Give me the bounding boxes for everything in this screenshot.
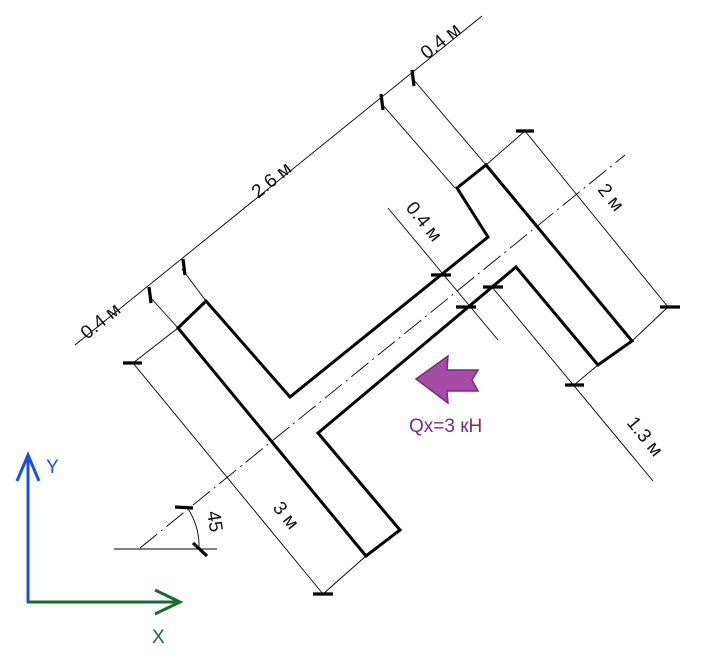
beam-section-outline (175, 162, 635, 559)
dimension-tick (410, 69, 416, 87)
extension-line (412, 78, 487, 166)
angle-label: 45 (202, 509, 226, 533)
dimension-line-top (74, 15, 483, 346)
extension-line (381, 103, 456, 189)
extension-line (132, 327, 179, 364)
dimension-line-bottom-flange (132, 362, 324, 595)
angle-arc (186, 506, 200, 550)
extension-line (322, 555, 367, 595)
dim-label-top-flange-width: 2 м (593, 180, 628, 216)
extension-line (631, 306, 669, 342)
dim-label-web-thickness: 0.4 м (401, 198, 445, 246)
dimension-line-top-flange (524, 130, 669, 308)
center-axis-line (139, 154, 626, 549)
dimension-tick (379, 93, 385, 111)
x-axis-label: X (152, 627, 165, 648)
dim-label-flange-bottom: 0.4 м (77, 299, 125, 343)
load-arrow-icon (414, 354, 480, 405)
angle-tick (191, 541, 209, 558)
dim-label-web-height: 2.6 м (248, 158, 296, 202)
x-axis-arrow-icon (154, 588, 184, 616)
dimension-tick (147, 286, 153, 304)
load-label: Qx=3 кН (409, 416, 482, 437)
dim-label-offset: 1.3 м (622, 413, 666, 461)
dim-label-flange-top: 0.4 м (417, 19, 465, 63)
y-axis-label: Y (46, 457, 59, 478)
angle-tick (174, 505, 194, 510)
dim-label-bottom-flange-width: 3 м (268, 498, 303, 534)
extension-line (573, 364, 599, 386)
dimension-tick (181, 258, 187, 276)
extension-line (485, 130, 526, 166)
y-axis-arrow-icon (15, 451, 41, 482)
coordinate-axes: Y X (15, 451, 184, 648)
extension-line (149, 296, 179, 329)
